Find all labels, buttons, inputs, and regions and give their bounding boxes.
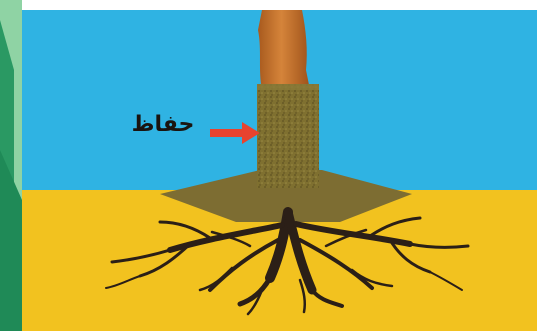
left-frame-strip xyxy=(0,0,22,331)
tree-guard xyxy=(257,84,319,188)
guard-label: حفاظ xyxy=(128,112,198,138)
tree-trunk xyxy=(258,10,310,90)
